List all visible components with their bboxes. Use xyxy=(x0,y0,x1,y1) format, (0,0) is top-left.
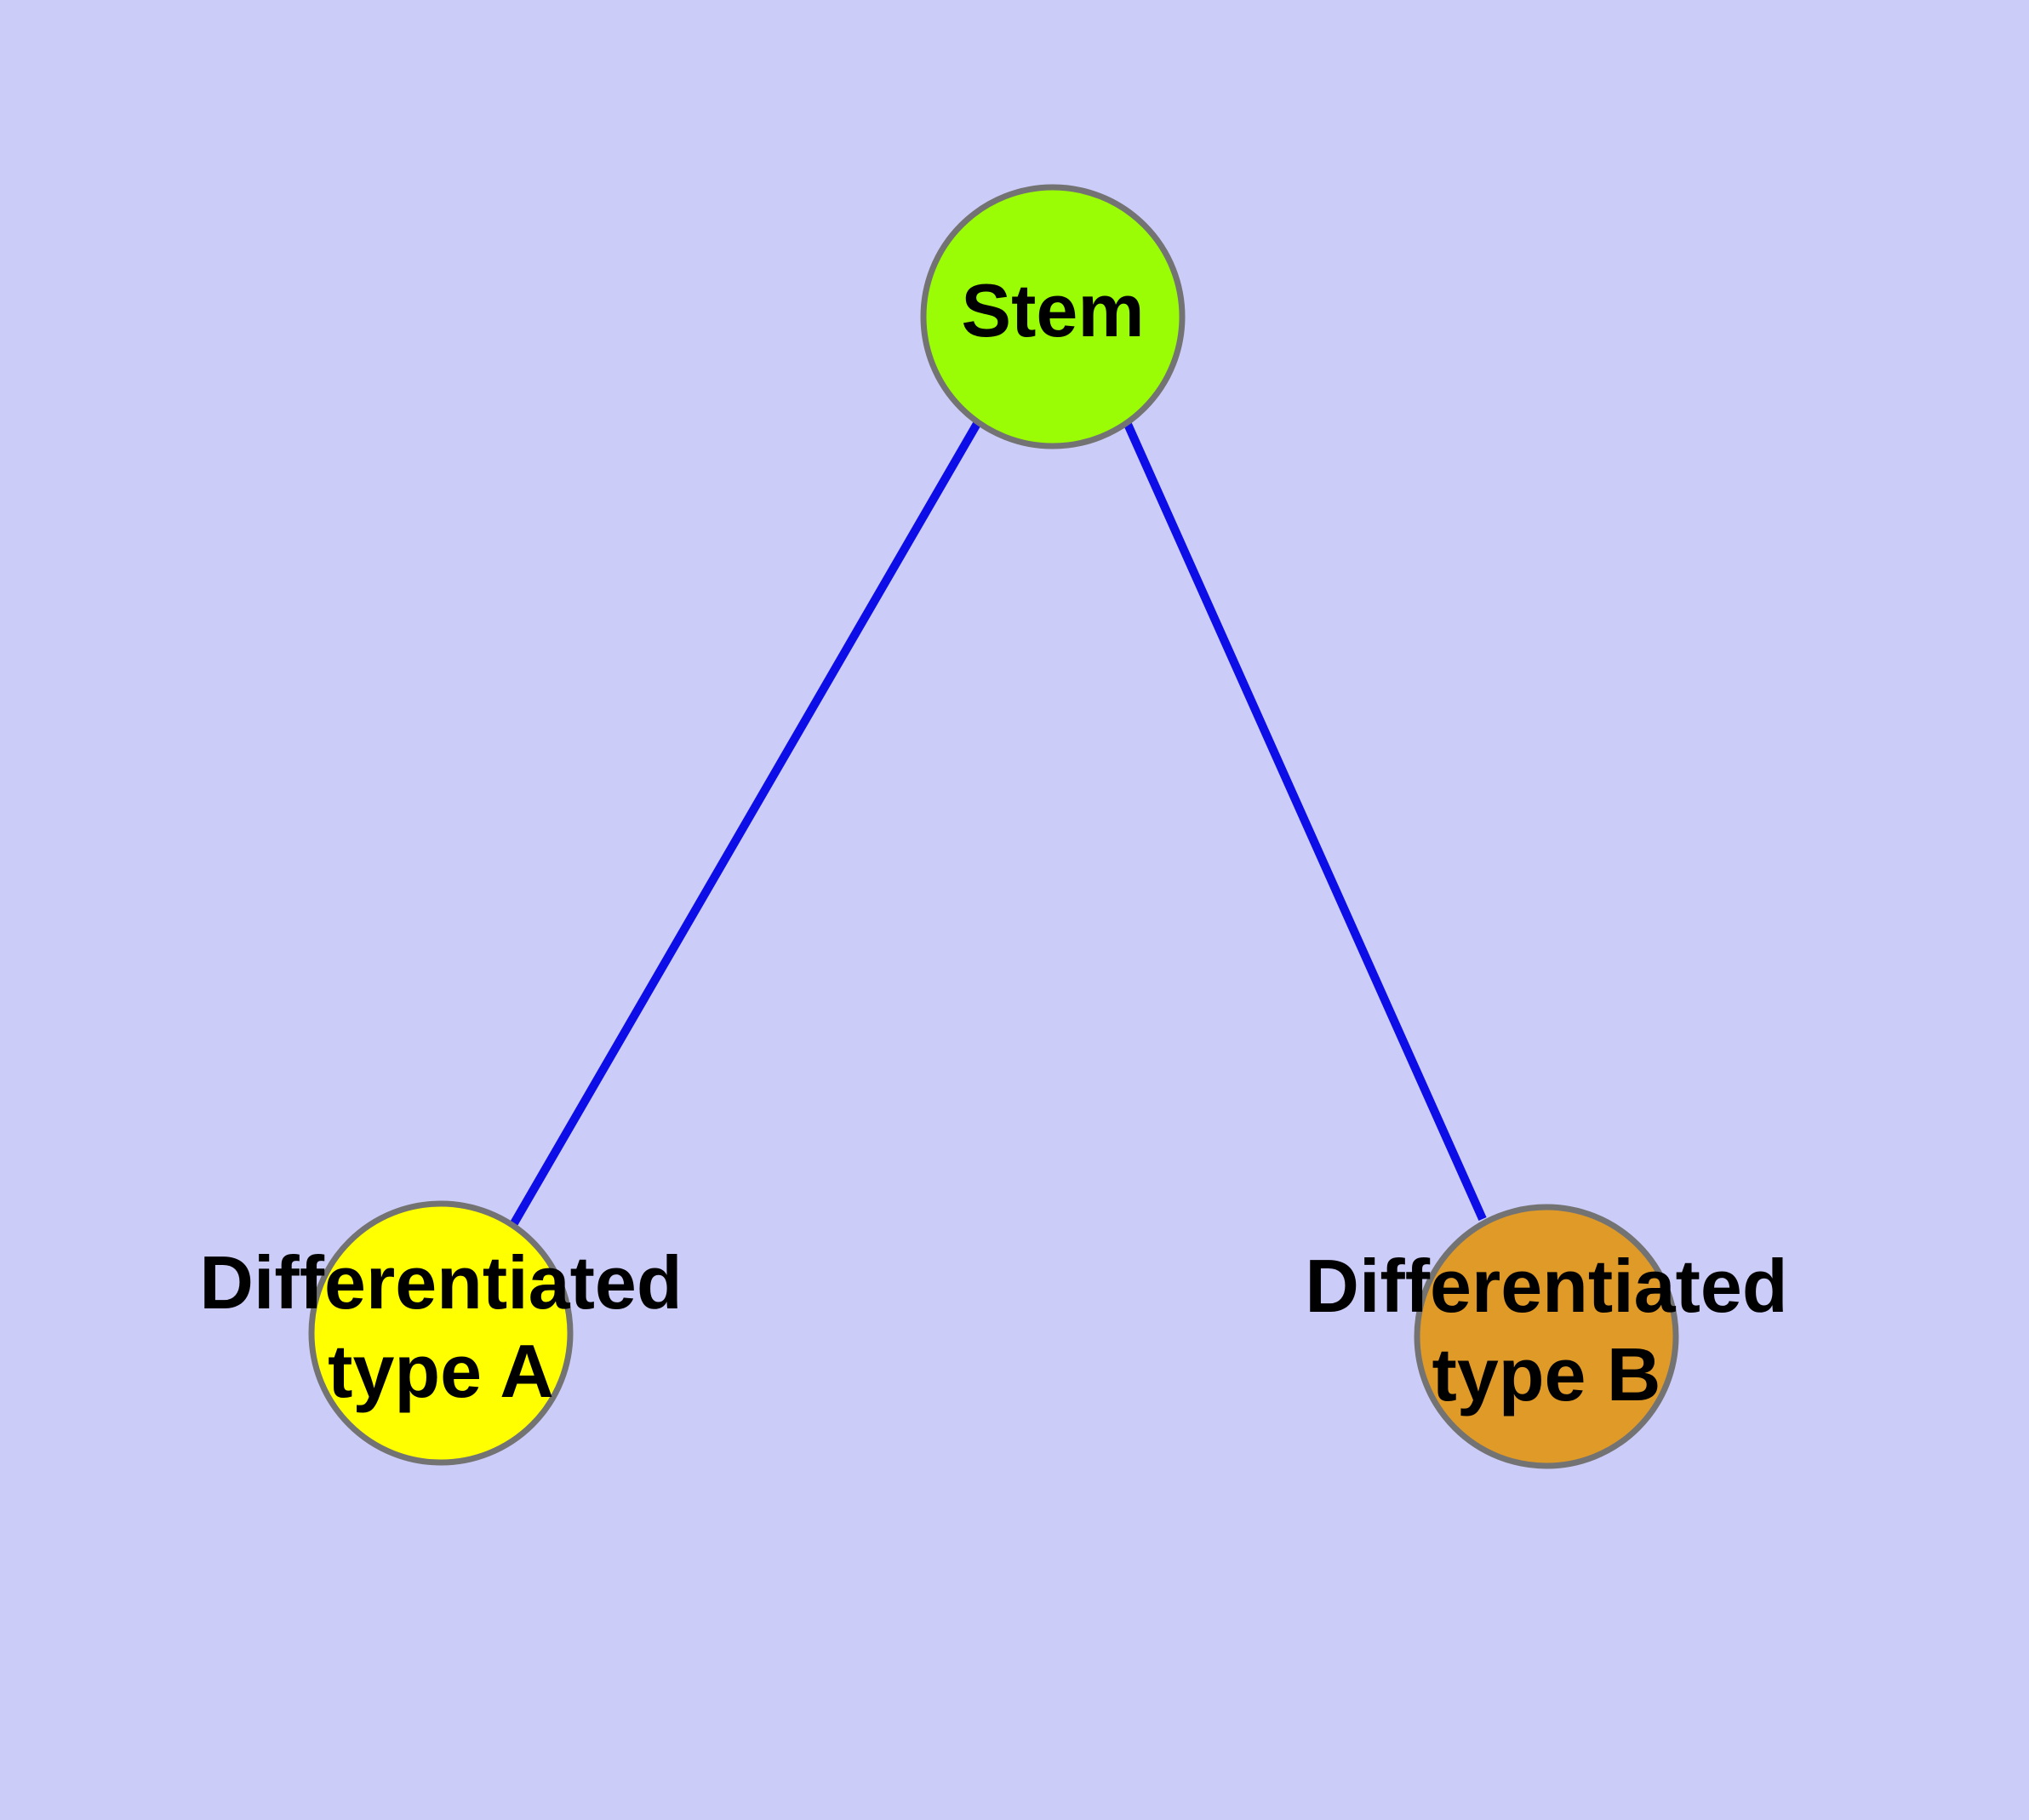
label-line: Differentiated xyxy=(199,1240,682,1325)
node-label-stem: Stem xyxy=(961,268,1144,352)
label-line: type A xyxy=(328,1329,554,1413)
node-layer xyxy=(308,184,1679,1469)
node-differentiated-type-b[interactable] xyxy=(1414,1204,1679,1469)
edge-stem-to-differentiated-type-a[interactable] xyxy=(510,420,982,1226)
label-line: Stem xyxy=(961,268,1144,352)
label-line: Differentiated xyxy=(1305,1244,1787,1328)
node-differentiated-type-a[interactable] xyxy=(308,1200,574,1466)
node-stem[interactable] xyxy=(920,184,1186,449)
edge-layer xyxy=(510,420,1487,1226)
edge-stem-to-differentiated-type-b[interactable] xyxy=(1123,420,1487,1222)
label-line: type B xyxy=(1432,1332,1661,1417)
